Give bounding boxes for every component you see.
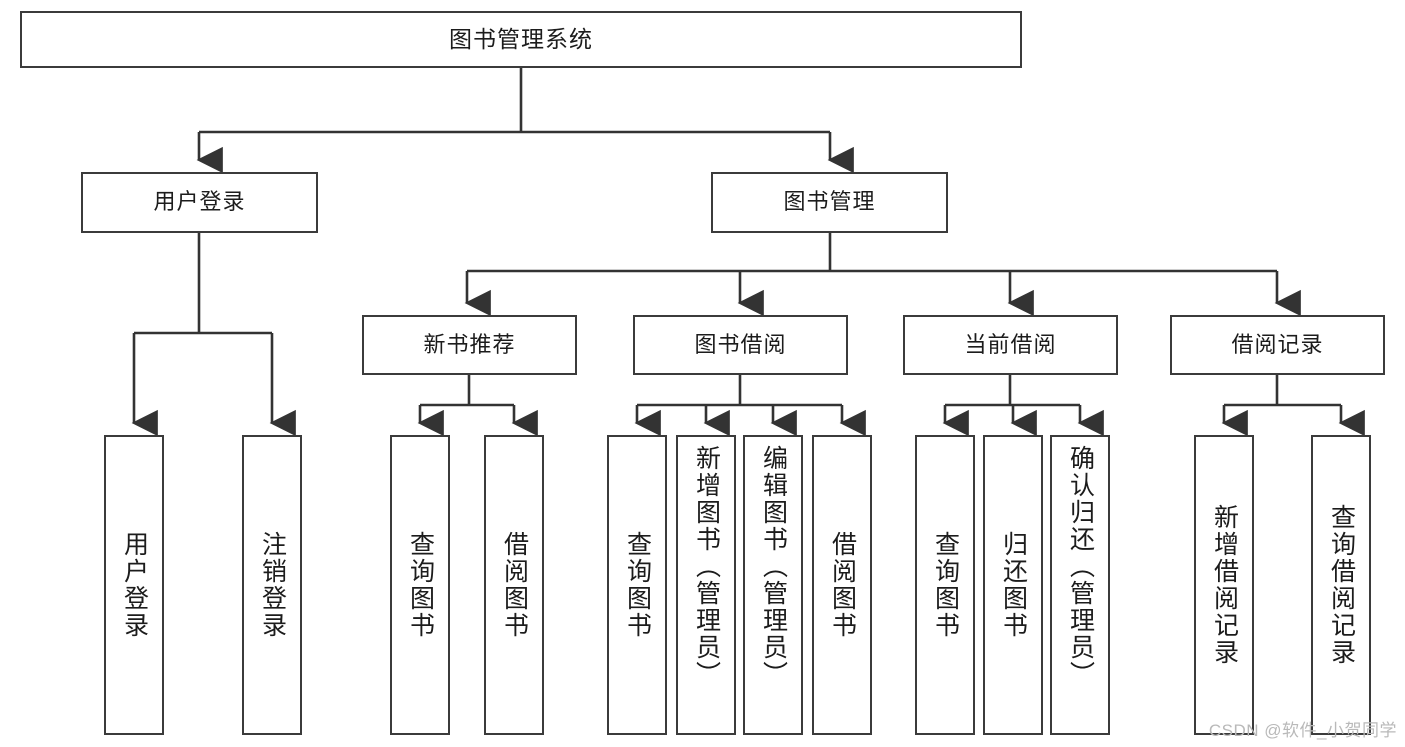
leaf-current-borrow-confirm-return-admin[interactable]: 确认归还（管理员） bbox=[1050, 435, 1110, 735]
leaf-new-book-query-books[interactable]: 查询图书 bbox=[390, 435, 450, 735]
node-label: 确认归还（管理员） bbox=[1066, 445, 1095, 688]
node-label: 借阅记录 bbox=[1231, 331, 1324, 357]
leaf-new-book-borrow-books[interactable]: 借阅图书 bbox=[484, 435, 544, 735]
leaf-book-borrow-edit-book-admin[interactable]: 编辑图书（管理员） bbox=[743, 435, 803, 735]
node-label: 查询图书 bbox=[406, 531, 435, 639]
node-label: 图书管理 bbox=[783, 189, 876, 215]
node-borrow-record[interactable]: 借阅记录 bbox=[1170, 315, 1385, 375]
node-label: 查询图书 bbox=[623, 531, 652, 639]
leaf-user-login-login[interactable]: 用户登录 bbox=[104, 435, 164, 735]
node-label: 用户登录 bbox=[120, 531, 149, 639]
leaf-current-borrow-return-books[interactable]: 归还图书 bbox=[983, 435, 1043, 735]
leaf-user-login-logout[interactable]: 注销登录 bbox=[242, 435, 302, 735]
node-user-login[interactable]: 用户登录 bbox=[81, 172, 318, 233]
node-label: 新书推荐 bbox=[423, 331, 516, 357]
node-current-borrow[interactable]: 当前借阅 bbox=[903, 315, 1118, 375]
node-label: 注销登录 bbox=[258, 531, 287, 639]
watermark-text: CSDN @软件_小贺同学 bbox=[1208, 721, 1397, 740]
node-label: 借阅图书 bbox=[828, 531, 857, 639]
node-label: 当前借阅 bbox=[964, 331, 1057, 357]
node-label: 用户登录 bbox=[153, 189, 246, 215]
leaf-borrow-record-query-record[interactable]: 查询借阅记录 bbox=[1311, 435, 1371, 735]
node-label: 查询借阅记录 bbox=[1327, 504, 1356, 666]
node-label: 归还图书 bbox=[999, 531, 1028, 639]
node-label: 借阅图书 bbox=[500, 531, 529, 639]
node-label: 编辑图书（管理员） bbox=[759, 445, 788, 688]
leaf-borrow-record-add-record[interactable]: 新增借阅记录 bbox=[1194, 435, 1254, 735]
node-label: 新增图书（管理员） bbox=[692, 445, 721, 688]
node-label: 图书借阅 bbox=[694, 331, 787, 357]
node-root-book-management-system[interactable]: 图书管理系统 bbox=[20, 11, 1022, 68]
leaf-book-borrow-borrow-books[interactable]: 借阅图书 bbox=[812, 435, 872, 735]
node-label: 图书管理系统 bbox=[449, 25, 593, 52]
node-label: 查询图书 bbox=[931, 531, 960, 639]
node-book-management[interactable]: 图书管理 bbox=[711, 172, 948, 233]
leaf-book-borrow-query-books[interactable]: 查询图书 bbox=[607, 435, 667, 735]
node-label: 新增借阅记录 bbox=[1210, 504, 1239, 666]
node-book-borrow[interactable]: 图书借阅 bbox=[633, 315, 848, 375]
leaf-book-borrow-add-book-admin[interactable]: 新增图书（管理员） bbox=[676, 435, 736, 735]
node-new-book-recommend[interactable]: 新书推荐 bbox=[362, 315, 577, 375]
leaf-current-borrow-query-books[interactable]: 查询图书 bbox=[915, 435, 975, 735]
